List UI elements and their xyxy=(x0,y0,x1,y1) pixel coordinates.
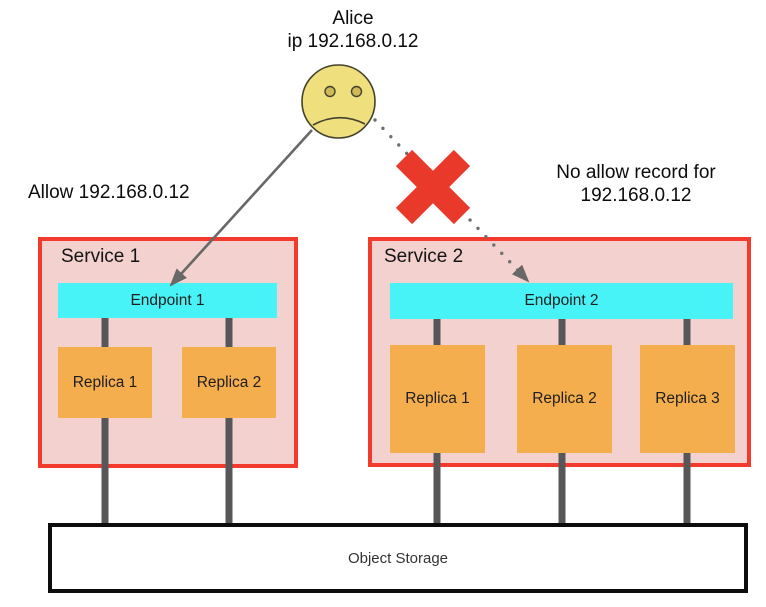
replica-label: Replica 2 xyxy=(532,390,597,407)
service-2-replica-3: Replica 3 xyxy=(640,345,735,453)
actor-name: Alice xyxy=(332,8,374,29)
no-allow-note-line1: No allow record for xyxy=(556,162,716,183)
allow-note: Allow 192.168.0.12 xyxy=(28,182,190,203)
actor-ip: ip 192.168.0.12 xyxy=(287,31,419,52)
service-1-replica-2: Replica 2 xyxy=(182,347,276,418)
endpoint-2-box: Endpoint 2 xyxy=(390,283,733,319)
replica-label: Replica 2 xyxy=(196,373,262,391)
endpoint-2-label: Endpoint 2 xyxy=(524,292,599,309)
replica-label: Replica 1 xyxy=(405,390,470,407)
replica-label: Replica 3 xyxy=(655,390,720,407)
service-2-replica-1: Replica 1 xyxy=(390,345,485,453)
service-2-replica-2: Replica 2 xyxy=(517,345,612,453)
endpoint-1-label: Endpoint 1 xyxy=(130,291,205,309)
service-2-title: Service 2 xyxy=(384,246,464,267)
object-storage-label: Object Storage xyxy=(347,549,449,567)
no-allow-note-line2: 192.168.0.12 xyxy=(580,185,692,206)
sad-face-icon xyxy=(301,64,376,139)
endpoint-1-box: Endpoint 1 xyxy=(58,283,277,318)
actor-label: Alice ip 192.168.0.12 xyxy=(253,7,453,53)
blocked-cross-icon xyxy=(395,149,471,225)
service-1-title: Service 1 xyxy=(61,246,141,267)
replica-label: Replica 1 xyxy=(72,373,138,391)
service-1-replica-1: Replica 1 xyxy=(58,347,152,418)
object-storage-box: Object Storage xyxy=(48,523,748,593)
no-allow-note: No allow record for 192.168.0.12 xyxy=(528,161,744,207)
